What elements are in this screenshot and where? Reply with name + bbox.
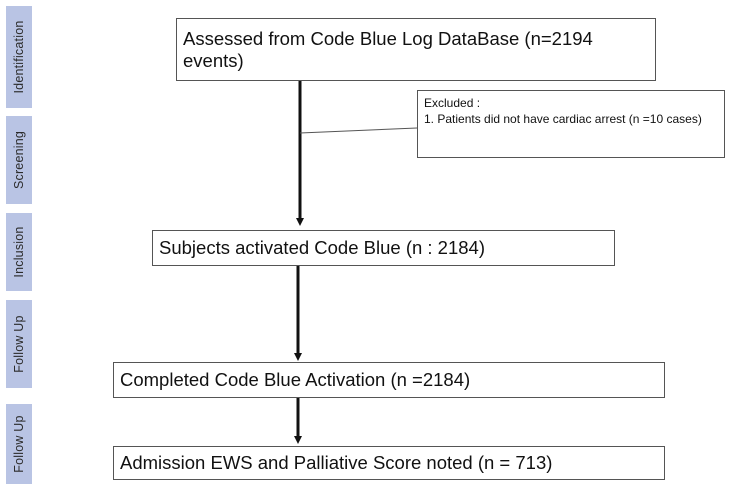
box-admission-text: Admission EWS and Palliative Score noted… — [120, 452, 553, 473]
stage-label: Identification — [12, 20, 26, 94]
box-assessed: Assessed from Code Blue Log DataBase (n=… — [176, 18, 656, 81]
stage-tab-follow-up-2: Follow Up — [6, 404, 32, 484]
box-completed-text: Completed Code Blue Activation (n =2184) — [120, 369, 471, 390]
connector-to-excluded — [299, 127, 418, 134]
stage-tab-inclusion: Inclusion — [6, 213, 32, 291]
box-assessed-text: Assessed from Code Blue Log DataBase (n=… — [183, 27, 593, 71]
stage-label: Follow Up — [12, 415, 26, 473]
stage-tab-screening: Screening — [6, 116, 32, 204]
stage-label: Inclusion — [12, 226, 26, 278]
stage-label: Screening — [12, 130, 26, 190]
stage-tab-follow-up-1: Follow Up — [6, 300, 32, 388]
box-completed: Completed Code Blue Activation (n =2184) — [113, 362, 665, 398]
box-subjects-text: Subjects activated Code Blue (n : 2184) — [159, 237, 485, 258]
box-admission: Admission EWS and Palliative Score noted… — [113, 446, 665, 480]
excluded-title: Excluded : — [424, 96, 481, 110]
stage-tab-identification: Identification — [6, 6, 32, 108]
box-excluded: Excluded : 1. Patients did not have card… — [417, 90, 725, 158]
stage-label: Follow Up — [12, 315, 26, 373]
box-subjects: Subjects activated Code Blue (n : 2184) — [152, 230, 615, 266]
excluded-item: 1. Patients did not have cardiac arrest … — [424, 112, 702, 126]
